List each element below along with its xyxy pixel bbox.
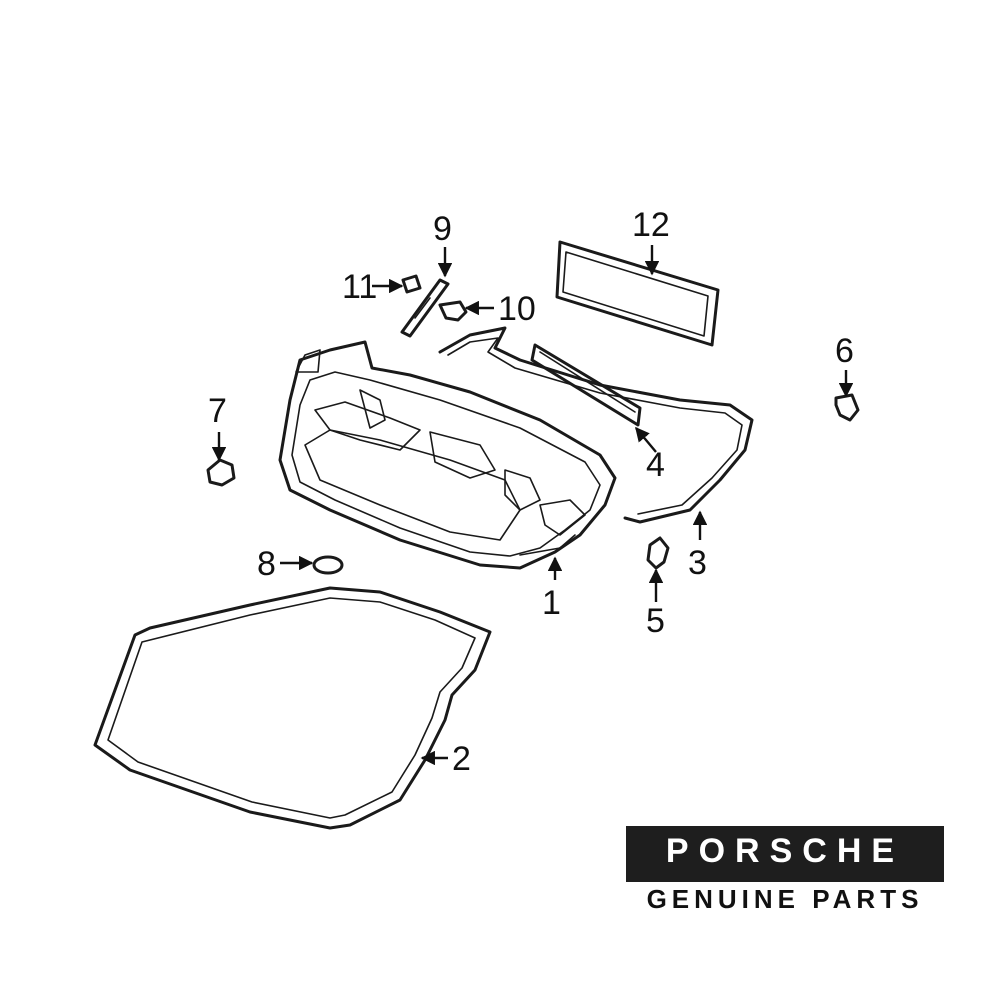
genuine-parts-tagline: GENUINE PARTS bbox=[646, 884, 924, 914]
callout-9: 9 bbox=[433, 210, 452, 248]
bolt-10 bbox=[438, 300, 468, 322]
callout-8: 8 bbox=[257, 545, 276, 583]
retainer-clip-5 bbox=[646, 536, 670, 570]
callout-10: 10 bbox=[498, 290, 536, 328]
door-inner-panel bbox=[278, 340, 617, 570]
callout-1: 1 bbox=[542, 584, 561, 622]
door-seal bbox=[93, 586, 492, 830]
callout-2: 2 bbox=[452, 740, 471, 778]
window-seal bbox=[438, 326, 754, 524]
glass-panel-12 bbox=[555, 240, 720, 347]
nut-11 bbox=[401, 274, 422, 294]
clip-6 bbox=[834, 393, 860, 422]
callout-5: 5 bbox=[646, 602, 665, 640]
strut-9 bbox=[400, 278, 450, 338]
cap-7 bbox=[206, 458, 236, 487]
callout-3: 3 bbox=[688, 544, 707, 582]
callout-11: 11 bbox=[342, 268, 377, 306]
callout-12: 12 bbox=[632, 206, 670, 244]
grommet-8 bbox=[312, 555, 344, 575]
brand-wordmark: PORSCHE bbox=[665, 832, 905, 870]
callout-6: 6 bbox=[835, 332, 854, 370]
porsche-logo-badge: PORSCHE bbox=[626, 826, 944, 882]
belt-molding bbox=[530, 343, 642, 427]
callout-7: 7 bbox=[208, 392, 227, 430]
callout-labels: 1 2 3 4 5 6 7 8 9 10 11 12 bbox=[208, 206, 854, 778]
callout-4: 4 bbox=[646, 446, 665, 484]
leader-lines bbox=[211, 245, 854, 766]
